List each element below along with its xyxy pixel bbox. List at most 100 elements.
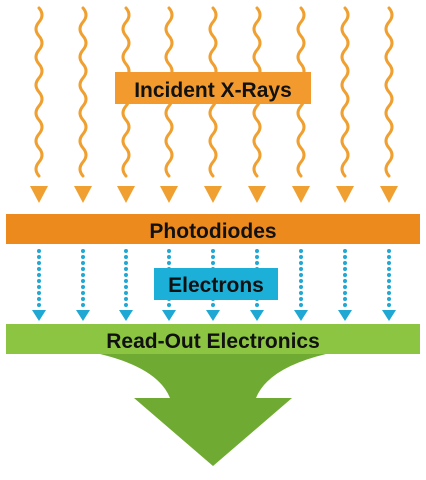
electron-dot [299, 303, 303, 307]
electron-dot [124, 255, 128, 259]
electron-dot [387, 285, 391, 289]
xray-wave-line [34, 6, 44, 178]
electron-dot [37, 249, 41, 253]
electron-dot [81, 303, 85, 307]
electron-dot [299, 267, 303, 271]
electron-dot [81, 285, 85, 289]
xray-arrow [160, 6, 178, 203]
photodiodes-layer: Photodiodes [6, 214, 420, 244]
electron-dot [387, 297, 391, 301]
electron-dot [299, 273, 303, 277]
electron-dot [124, 249, 128, 253]
electron-arrowhead-icon [76, 310, 90, 321]
xray-wave-line [340, 6, 350, 178]
xray-arrowhead-icon [380, 186, 398, 203]
electron-dot [124, 273, 128, 277]
electron-dot [387, 303, 391, 307]
electron-arrowhead-icon [294, 310, 308, 321]
electron-dot [299, 291, 303, 295]
readout-electronics-label: Read-Out Electronics [106, 330, 320, 353]
electron-dot [343, 255, 347, 259]
photodiodes-label: Photodiodes [149, 220, 276, 243]
electron-dot [299, 297, 303, 301]
electron-arrowhead-icon [162, 310, 176, 321]
electron-dot [37, 261, 41, 265]
electron-dot [167, 261, 171, 265]
electron-arrow [382, 249, 396, 321]
electron-dot [124, 279, 128, 283]
electron-dot [343, 297, 347, 301]
electron-dot [211, 249, 215, 253]
electrons-label: Electrons [168, 274, 264, 297]
electron-dot [255, 261, 259, 265]
electron-arrows [32, 249, 396, 321]
electron-dot [37, 273, 41, 277]
electron-arrow [338, 249, 352, 321]
electron-dot [255, 303, 259, 307]
xray-arrow [336, 6, 354, 203]
electron-dot [124, 285, 128, 289]
electron-dot [37, 291, 41, 295]
electron-dot [81, 255, 85, 259]
electron-dot [37, 255, 41, 259]
electron-dot [387, 249, 391, 253]
electron-dot [167, 303, 171, 307]
electron-arrowhead-icon [382, 310, 396, 321]
electron-arrow [32, 249, 46, 321]
electron-dot [37, 267, 41, 271]
electron-dot [387, 261, 391, 265]
electron-dot [211, 255, 215, 259]
electron-arrowhead-icon [338, 310, 352, 321]
xray-arrowhead-icon [292, 186, 310, 203]
electron-dot [81, 267, 85, 271]
incident-xrays-label-box: Incident X-Rays [115, 72, 311, 104]
electron-dot [124, 261, 128, 265]
electron-dot [387, 255, 391, 259]
electron-dot [124, 303, 128, 307]
incident-label-background [115, 72, 311, 104]
electron-dot [81, 273, 85, 277]
electron-dot [81, 279, 85, 283]
electron-dot [255, 255, 259, 259]
xray-arrowhead-icon [160, 186, 178, 203]
xray-arrowhead-icon [336, 186, 354, 203]
xray-arrow [204, 6, 222, 203]
xray-arrowhead-icon [74, 186, 92, 203]
xray-arrow [380, 6, 398, 203]
xray-arrow [292, 6, 310, 203]
incident-xrays-label: Incident X-Rays [134, 79, 292, 102]
electron-dot [299, 249, 303, 253]
electron-arrowhead-icon [32, 310, 46, 321]
electron-arrowhead-icon [206, 310, 220, 321]
xray-arrowhead-icon [204, 186, 222, 203]
photodiodes-bar [6, 214, 420, 244]
electron-dot [124, 267, 128, 271]
electron-dot [81, 297, 85, 301]
electron-dot [343, 267, 347, 271]
electron-arrow [119, 249, 133, 321]
xray-wave-line [78, 6, 88, 178]
electron-dot [81, 261, 85, 265]
electron-dot [37, 297, 41, 301]
electron-arrow [294, 249, 308, 321]
electron-dot [255, 249, 259, 253]
electron-dot [299, 279, 303, 283]
electron-dot [37, 279, 41, 283]
electron-dot [387, 291, 391, 295]
electron-dot [387, 279, 391, 283]
electron-dot [343, 261, 347, 265]
electron-dot [299, 261, 303, 265]
electron-dot [211, 303, 215, 307]
electron-dot [167, 255, 171, 259]
electrons-label-box: Electrons [154, 268, 278, 300]
electron-dot [343, 279, 347, 283]
xray-arrow [117, 6, 135, 203]
electron-dot [124, 297, 128, 301]
xray-arrowhead-icon [117, 186, 135, 203]
output-funnel-arrow-icon [100, 354, 326, 466]
electron-dot [387, 267, 391, 271]
electron-arrowhead-icon [119, 310, 133, 321]
electron-dot [299, 285, 303, 289]
readout-layer: Read-Out Electronics [6, 324, 420, 354]
